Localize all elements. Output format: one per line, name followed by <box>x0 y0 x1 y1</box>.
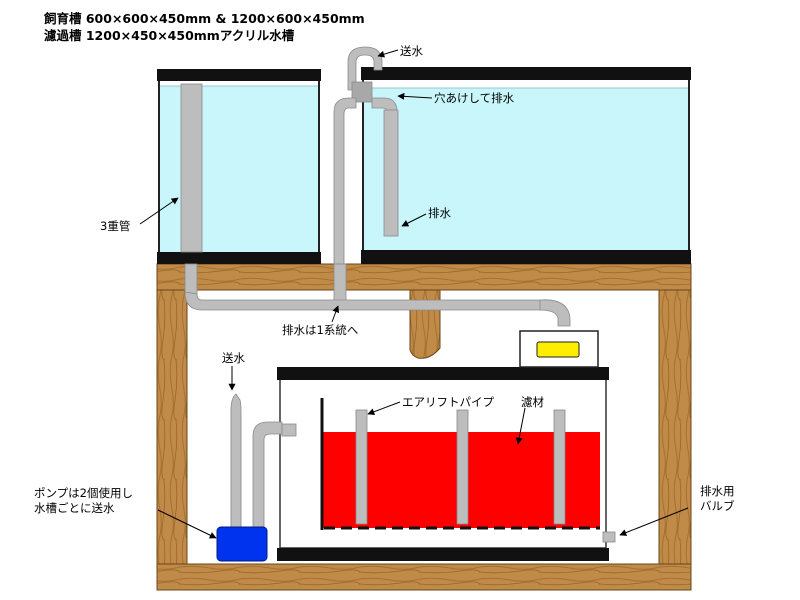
drop-pipe <box>333 263 347 305</box>
label-media: 濾材 <box>521 395 544 409</box>
drain-elbow <box>539 299 571 327</box>
right-tank-drain-pipe <box>383 109 399 237</box>
return-gooseneck-pipe <box>347 46 383 91</box>
submersible-pump <box>216 526 268 562</box>
airlift-pipe-1 <box>355 409 368 525</box>
label-airlift: エアリフトパイプ <box>402 395 494 409</box>
airlift-pipe-2 <box>456 409 469 525</box>
label-drain-merge: 排水は1系統へ <box>282 323 358 337</box>
pump-riser-pipe <box>252 421 283 529</box>
stand-top-board <box>156 263 692 291</box>
airlift-pipe-3 <box>553 409 566 525</box>
return-pump-assembly <box>230 393 297 529</box>
label-pump-note-2: 水槽ごとに送水 <box>34 501 115 515</box>
right-tank-bottom-rim <box>361 250 691 264</box>
wooden-stand <box>156 263 692 591</box>
label-supply-left: 送水 <box>222 351 245 365</box>
overflow-pipework <box>184 46 571 327</box>
bulkhead-fitting <box>351 81 373 103</box>
label-drill-drain: 穴あけして排水 <box>434 91 515 105</box>
label-valve-2: バルブ <box>700 499 735 513</box>
left-tank-top-rim <box>157 69 321 81</box>
label-drain-right: 排水 <box>428 206 451 220</box>
annotation-arrows <box>139 49 689 539</box>
stand-right-leg <box>658 289 692 565</box>
filter-sump-tank <box>277 330 616 561</box>
right-tank-top-rim <box>361 67 691 80</box>
sump-bottom-rim <box>277 548 609 561</box>
label-triple-pipe: 3重管 <box>100 219 130 233</box>
drain-valve <box>602 531 616 543</box>
left-display-tank <box>157 69 321 264</box>
right-tank-water <box>364 88 688 250</box>
label-valve-1: 排水用 <box>700 484 735 498</box>
overflow-u-pipe <box>333 97 357 265</box>
sump-top-rim <box>277 367 609 380</box>
label-pump-note-1: ポンプは2個使用し <box>34 486 133 500</box>
air-pump-indicator <box>536 341 580 358</box>
header-line-1: 飼育槽 600×600×450mm & 1200×600×450mm <box>44 11 365 26</box>
label-supply-top: 送水 <box>400 44 423 58</box>
return-pipe-left <box>230 393 242 529</box>
header-line-2: 濾過槽 1200×450×450mmアクリル水槽 <box>44 28 295 43</box>
stand-bottom-board <box>156 563 692 591</box>
triple-overflow-pipe <box>180 83 203 253</box>
left-tank-bottom-rim <box>157 252 321 264</box>
horizontal-drain-pipe <box>184 291 549 311</box>
stand-left-leg <box>156 289 188 565</box>
right-display-tank <box>361 67 691 264</box>
